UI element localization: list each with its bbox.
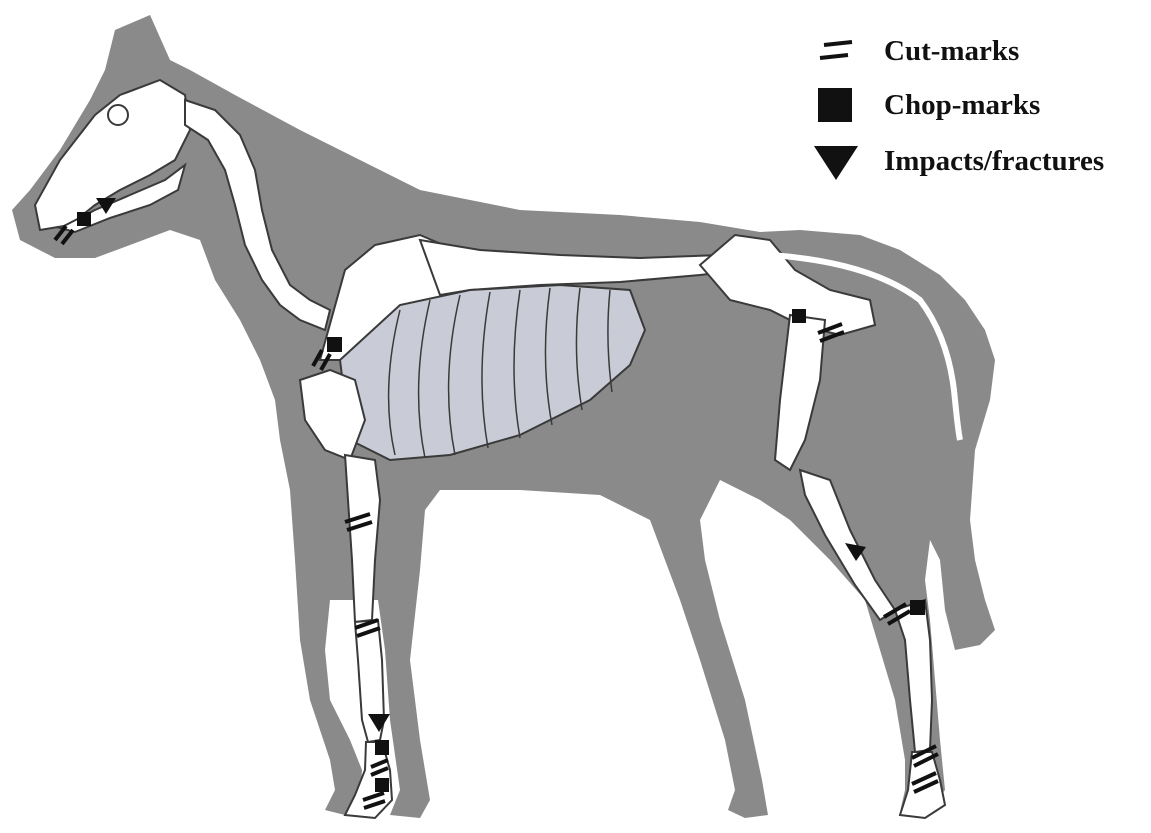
chop-mark-hock	[910, 600, 925, 615]
chop-mark-pastern-fore-a	[375, 740, 389, 755]
chop-mark-mandible	[77, 212, 91, 226]
chop-mark-pelvis	[792, 309, 806, 323]
legend-item-chop: Chop-marks	[810, 82, 1040, 128]
chop-mark-icon	[810, 82, 862, 128]
legend: Cut-marks Chop-marks Impacts/fractures	[810, 28, 1145, 188]
legend-label-impact: Impacts/fractures	[884, 145, 1104, 178]
cut-mark-icon	[810, 28, 862, 74]
chop-mark-pastern-fore-b	[375, 778, 389, 792]
legend-item-impact: Impacts/fractures	[810, 138, 1104, 184]
legend-item-cut: Cut-marks	[810, 28, 1019, 74]
legend-label-cut: Cut-marks	[884, 35, 1019, 68]
impact-icon	[810, 138, 862, 184]
chop-mark-scapula	[327, 337, 342, 352]
legend-label-chop: Chop-marks	[884, 89, 1040, 122]
